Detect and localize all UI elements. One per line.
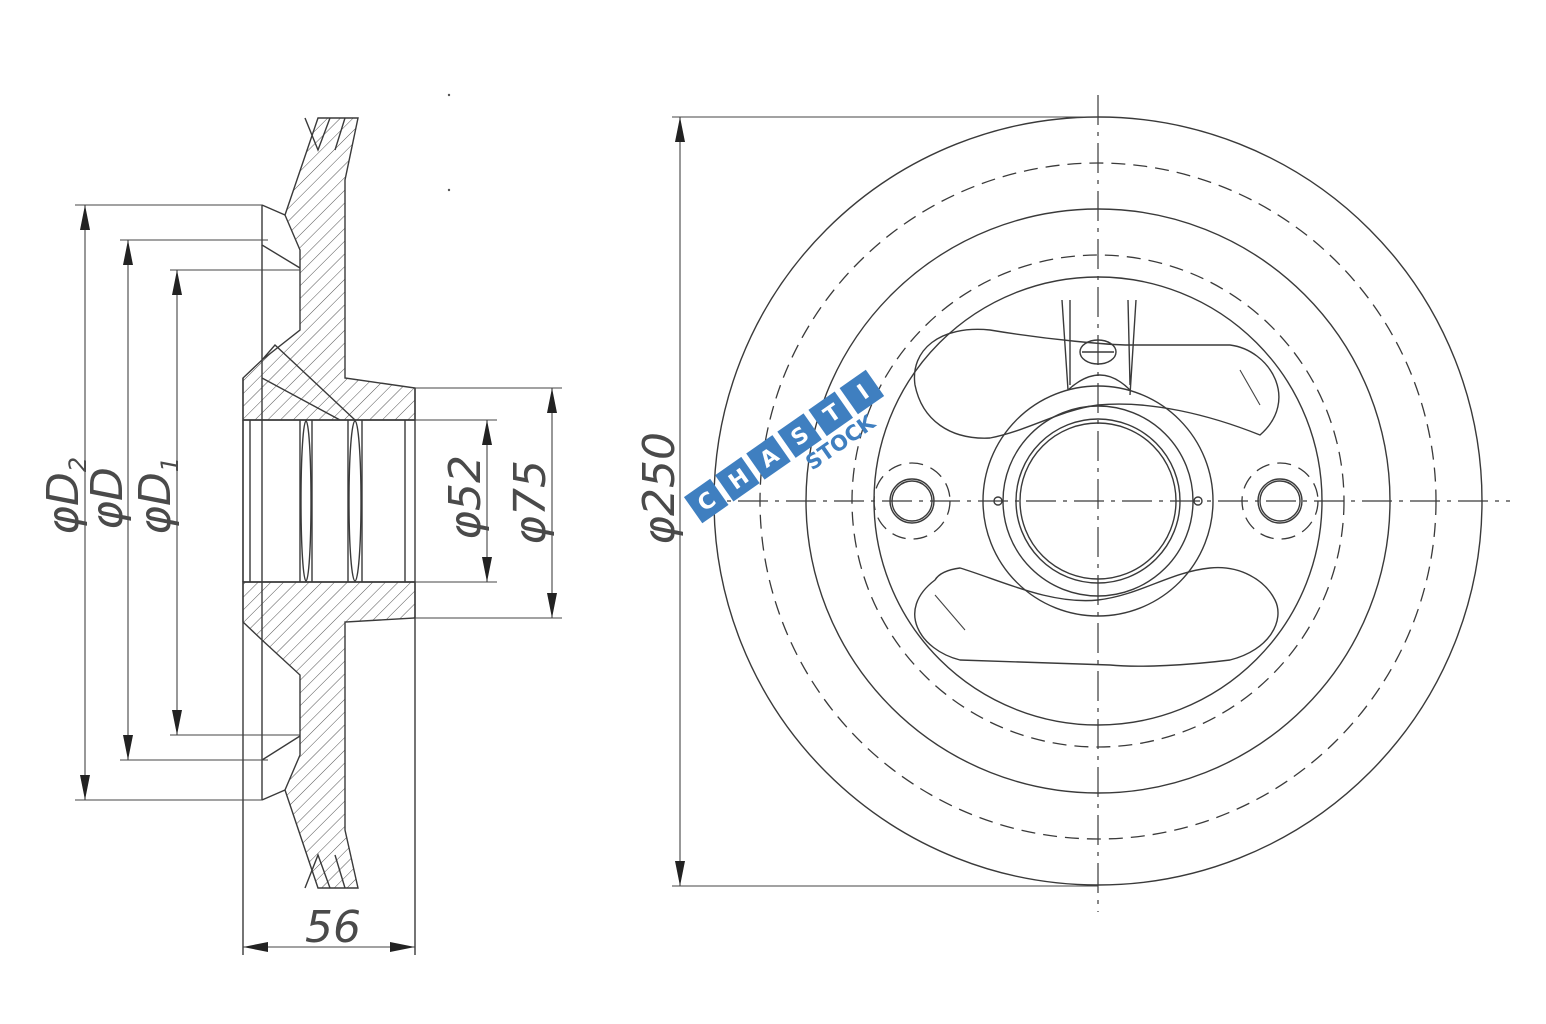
slot-lower bbox=[914, 566, 1279, 667]
side-section-view: φD2 φD φD1 φ52 φ75 56 bbox=[38, 117, 562, 955]
slot-upper-inner-line bbox=[1239, 369, 1261, 406]
front-view: φ250 bbox=[634, 95, 1510, 912]
bore-inner-circle bbox=[1019, 422, 1177, 580]
stray-dot-2 bbox=[447, 188, 451, 192]
pitch-circle bbox=[759, 162, 1437, 840]
dim-d1 bbox=[172, 270, 182, 735]
pin-left bbox=[993, 496, 1003, 506]
label-d2: φD2 bbox=[38, 457, 92, 535]
dim-width bbox=[243, 942, 415, 952]
set-screw-boss bbox=[1061, 299, 1137, 396]
dim-d bbox=[123, 240, 133, 760]
extension-lines-left bbox=[75, 204, 300, 801]
watermark-logo: C H A S T I STOCK bbox=[683, 369, 885, 524]
label-bore: φ52 bbox=[440, 455, 491, 540]
bolt-hole-left bbox=[873, 462, 951, 540]
groove-circle bbox=[805, 208, 1391, 794]
dim-hub bbox=[547, 388, 557, 618]
dim-bore bbox=[482, 420, 492, 582]
set-screw-head bbox=[1079, 339, 1117, 365]
slot-lower-inner-line bbox=[934, 594, 966, 631]
label-width: 56 bbox=[305, 902, 361, 953]
stray-dot-1 bbox=[447, 93, 451, 97]
label-hub: φ75 bbox=[505, 460, 556, 545]
dim-d2 bbox=[80, 205, 90, 800]
bore-outline bbox=[242, 419, 415, 583]
label-d1: φD1 bbox=[130, 457, 184, 535]
set-screw bbox=[261, 343, 356, 421]
inner-web-circle bbox=[851, 254, 1345, 748]
dim-outer bbox=[675, 117, 685, 886]
watermark-tiles bbox=[683, 369, 885, 524]
bolt-hole-right bbox=[1241, 462, 1319, 540]
bore-circle bbox=[1015, 418, 1181, 584]
disc-outline bbox=[242, 245, 416, 955]
hub-outer-circle bbox=[982, 385, 1214, 617]
extension-lines-outer bbox=[672, 116, 1098, 887]
hub-mid-circle bbox=[1002, 405, 1194, 597]
bore-groove-1 bbox=[300, 420, 312, 582]
label-outer: φ250 bbox=[634, 432, 685, 545]
label-d: φD bbox=[82, 467, 133, 530]
extension-lines-right bbox=[415, 387, 562, 619]
section-hatch-upper bbox=[242, 117, 416, 421]
bore-groove-2 bbox=[348, 420, 362, 582]
slot-upper bbox=[913, 328, 1280, 439]
pin-right bbox=[1193, 496, 1203, 506]
